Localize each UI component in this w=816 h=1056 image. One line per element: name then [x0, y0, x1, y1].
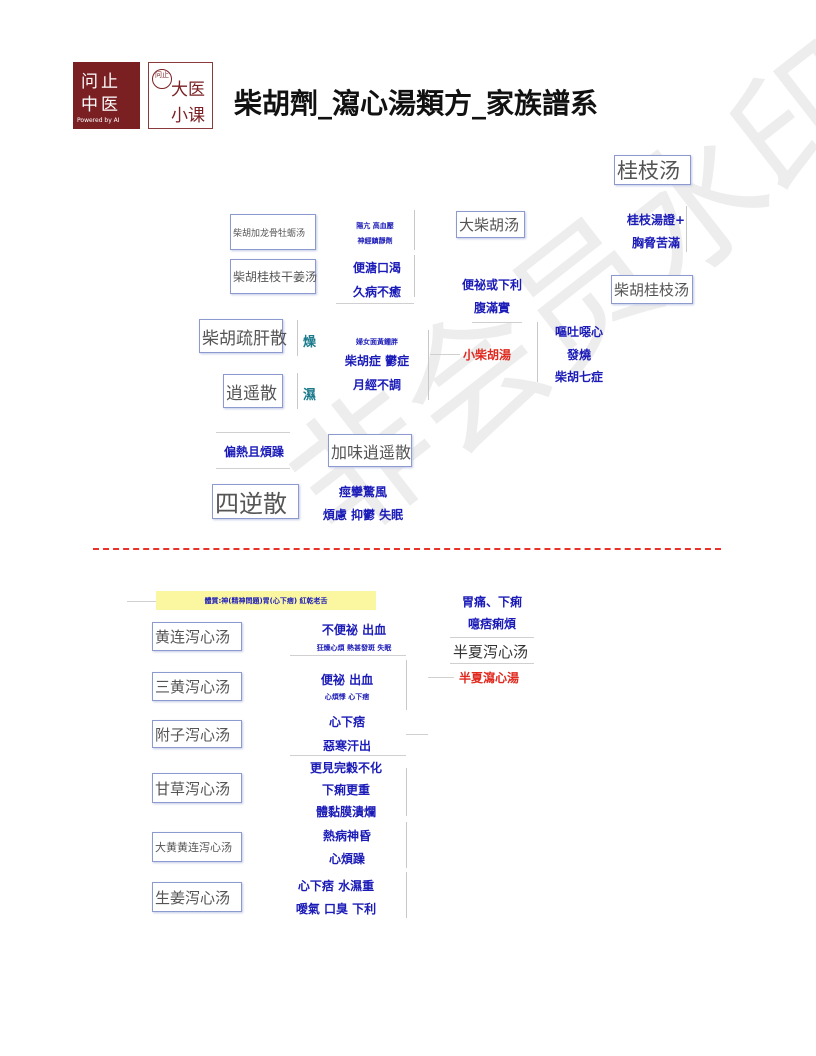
connector-line [406, 822, 407, 868]
longgu-sign-2: 神經鎮靜劑 [357, 237, 393, 245]
ganjiang-sign-1: 便溏口渴 [352, 261, 401, 275]
connector-line [216, 468, 290, 469]
connector-line [290, 755, 406, 756]
connector-line [428, 330, 429, 400]
guizhi-tang-box: 桂枝汤 [614, 155, 691, 185]
wenzhi-zhongyi-logo: 问止 中医 Powered by AI [73, 62, 140, 129]
banxia-xiexin-tang-red-label: 半夏瀉心湯 [459, 671, 520, 685]
shugan-san-box: 柴胡疏肝散 [199, 319, 287, 353]
connector-line [297, 320, 298, 356]
longgu-muli-tang-box: 柴胡加龙骨牡蛎汤 [230, 214, 316, 250]
connector-line [414, 255, 415, 297]
da-chaihu-sign-2: 腹滿實 [473, 301, 510, 315]
shengjiang-sign-2: 噯氣 口臭 下利 [295, 902, 377, 916]
xiao-chaihu-sign-3: 柴胡七症 [554, 370, 603, 384]
guizhi-sign-1: 桂枝湯證+ [626, 213, 686, 227]
sini-sign-2: 煩慮 抑鬱 失眠 [322, 508, 404, 522]
connector-line [406, 734, 428, 735]
connector-line [428, 677, 454, 678]
connector-line [686, 206, 687, 252]
chaihu-guizhi-tang-box: 柴胡桂枝汤 [611, 275, 693, 304]
connector-line [297, 373, 298, 409]
section-divider [93, 548, 721, 550]
fuzi-sign-2: 惡寒汗出 [322, 739, 371, 753]
gancao-xiexin-tang-box: 甘草泻心汤 [152, 773, 242, 803]
dry-label: 燥 [303, 335, 317, 350]
seal-icon: 问止 [152, 69, 172, 89]
huanglian-sign-2: 狂燥心煩 熱甚發斑 失眠 [316, 644, 392, 652]
connector-line [537, 322, 538, 382]
guizhi-sign-2: 胸脅苦滿 [631, 236, 680, 250]
hot-irritable-label: 偏熱且煩躁 [223, 445, 284, 459]
banxia-sign-1: 胃痛、下痢 [461, 595, 522, 609]
constitution-banner: 體質:神(精神問題)胃(心下痞) 紅乾老舌 [156, 591, 376, 610]
fuzi-sign-1: 心下痞 [328, 715, 365, 729]
da-chaihu-sign-1: 便祕或下利 [461, 278, 522, 292]
logo2-text-line2: 小课 [171, 106, 205, 126]
logo-text-line2: 中医 [81, 95, 121, 115]
gancao-sign-1: 更見完穀不化 [309, 761, 382, 775]
dahuang-huanglian-xiexin-tang-box: 大黄黄连泻心汤 [152, 832, 242, 862]
connector-line [127, 601, 157, 602]
sanhuang-xiexin-tang-box: 三黄泻心汤 [152, 672, 242, 701]
sini-san-box: 四逆散 [212, 484, 299, 519]
connector-line [406, 872, 407, 918]
guizhi-ganjiang-tang-box: 柴胡桂枝干姜汤 [230, 259, 317, 294]
shengjiang-sign-1: 心下痞 水濕重 [297, 879, 375, 893]
connector-line [290, 655, 406, 656]
connector-line [450, 663, 534, 664]
logo-tagline: Powered by AI [77, 117, 120, 124]
connector-line [414, 210, 415, 250]
sanhuang-sign-2: 心煩悸 心下痞 [324, 693, 370, 701]
xiao-chaihu-tang-label: 小柴胡湯 [463, 348, 512, 362]
women-sign-2: 柴胡症 鬱症 [344, 354, 410, 368]
fuzi-xiexin-tang-box: 附子泻心汤 [152, 720, 242, 748]
jiawei-xiaoyao-san-box: 加味逍遥散 [328, 434, 412, 467]
page-title: 柴胡劑_瀉心湯類方_家族譜系 [234, 87, 599, 120]
sanhuang-sign-1: 便祕 出血 [320, 673, 374, 687]
huanglian-xiexin-tang-box: 黄连泻心汤 [152, 622, 242, 651]
xiaoyao-san-box: 逍遥散 [223, 374, 283, 408]
connector-line [216, 432, 290, 433]
logo2-text-line1: 大医 [171, 80, 205, 100]
xiao-chaihu-sign-1: 嘔吐噁心 [554, 325, 603, 339]
connector-line [406, 660, 407, 710]
wet-label: 濕 [303, 388, 317, 403]
dahuang-sign-1: 熱病神昏 [322, 829, 371, 843]
banxia-sign-2: 噫痞痢煩 [467, 617, 516, 631]
dayi-xiaoke-logo: 问止 大医 小课 [148, 62, 213, 129]
gancao-sign-2: 下痢更重 [321, 783, 370, 797]
connector-line [430, 354, 460, 355]
longgu-sign-1: 陽亢 高血壓 [356, 222, 394, 230]
shengjiang-xiexin-tang-box: 生姜泻心汤 [152, 882, 242, 912]
huanglian-sign-1: 不便祕 出血 [321, 623, 387, 637]
connector-line [450, 637, 534, 638]
connector-line [336, 303, 414, 304]
ganjiang-sign-2: 久病不癒 [352, 285, 401, 299]
banxia-xiexin-tang-label: 半夏泻心汤 [453, 643, 529, 661]
gancao-sign-3: 體黏膜潰爛 [315, 805, 376, 819]
women-sign-3: 月經不調 [352, 378, 401, 392]
connector-line [472, 322, 522, 323]
xiao-chaihu-sign-2: 發燒 [566, 348, 591, 362]
da-chaihu-tang-box: 大柴胡汤 [456, 211, 525, 238]
logo-text-line1: 问止 [81, 72, 121, 92]
women-sign-1: 婦女面黃鍾胖 [356, 338, 398, 346]
dahuang-sign-2: 心煩躁 [328, 852, 365, 866]
sini-sign-1: 痙攣驚風 [338, 485, 387, 499]
connector-line [406, 768, 407, 816]
